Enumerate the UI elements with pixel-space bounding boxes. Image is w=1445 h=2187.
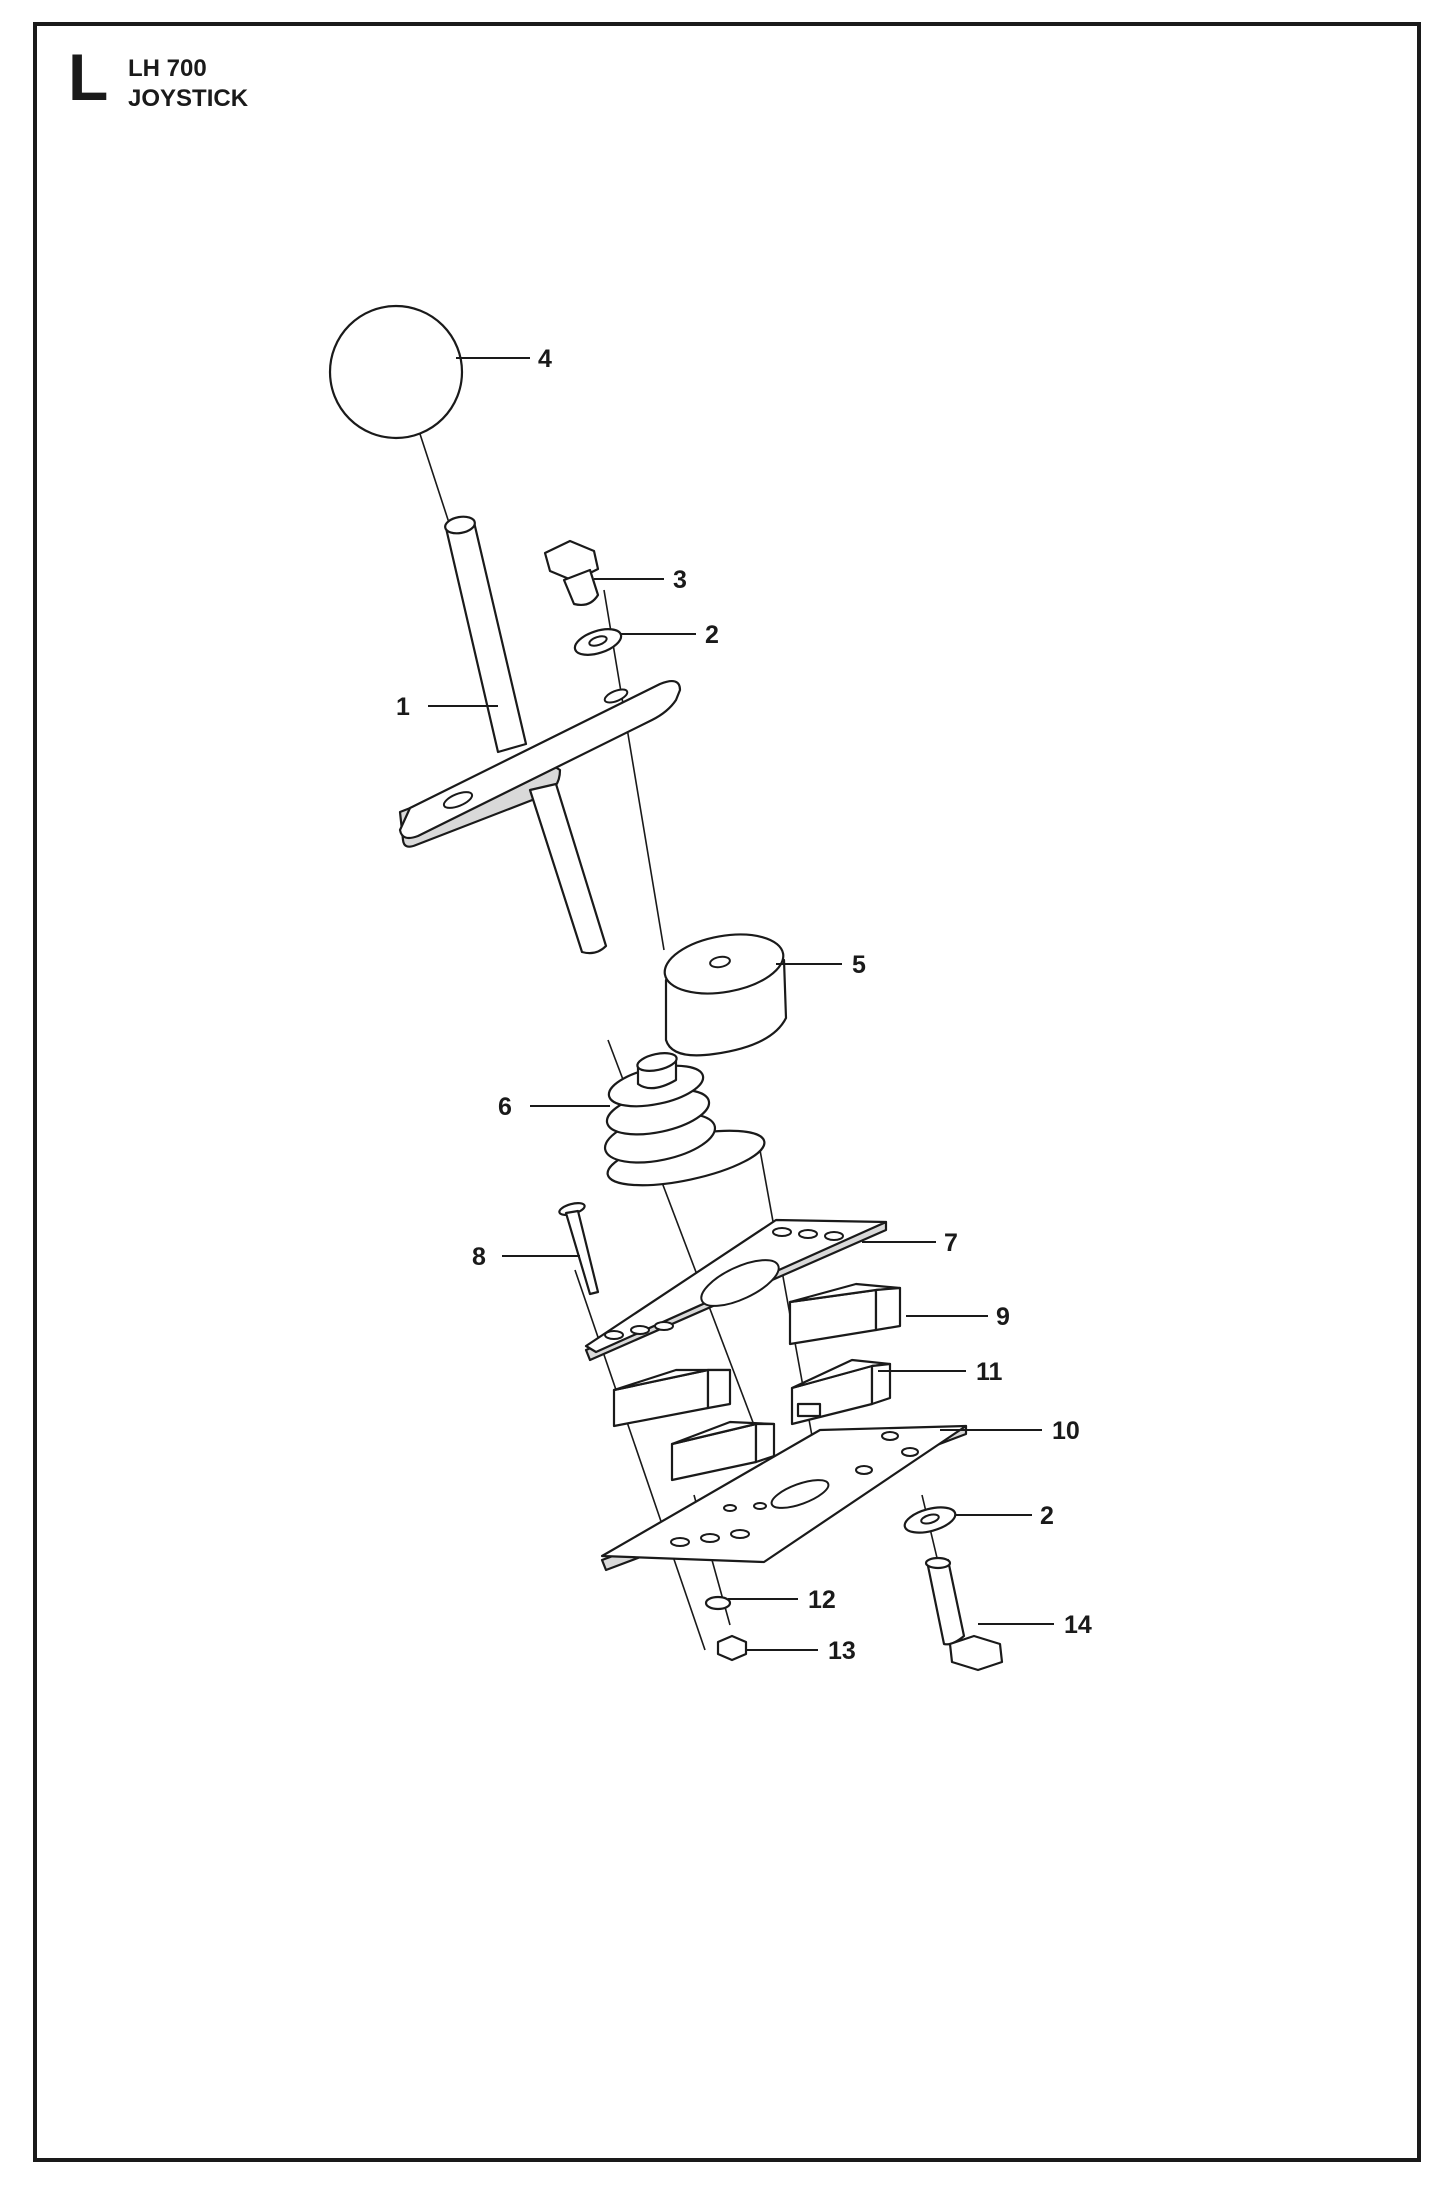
- callout-3: 3: [673, 566, 687, 594]
- callout-1: 1: [396, 693, 410, 721]
- upper-plate-part-7: [584, 1218, 888, 1362]
- callout-2-lower: 2: [1040, 1502, 1054, 1530]
- callout-12: 12: [808, 1586, 836, 1614]
- model-name: LH 700: [128, 55, 207, 82]
- microswitch-part-11: [790, 1358, 892, 1426]
- bolt-part-3: [543, 539, 600, 607]
- nut-part-13: [716, 1634, 748, 1662]
- washer-part-2-upper: [573, 628, 623, 656]
- drawing-frame: [33, 22, 1421, 2162]
- rubber-boot-part-6: [603, 1052, 766, 1187]
- bolt-part-14: [924, 1556, 1004, 1672]
- callout-4: 4: [538, 345, 552, 373]
- spacer-block-part-9: [788, 1282, 902, 1346]
- callout-9: 9: [996, 1303, 1010, 1331]
- callout-11: 11: [976, 1358, 1003, 1386]
- washer-part-2-lower: [903, 1506, 957, 1534]
- base-plate-part-10: [600, 1424, 968, 1572]
- title-block: LH 700 JOYSTICK: [128, 54, 248, 114]
- callout-2-upper: 2: [705, 621, 719, 649]
- knob-part-4: [328, 304, 464, 440]
- callout-6: 6: [498, 1093, 512, 1121]
- callout-10: 10: [1052, 1417, 1080, 1445]
- section-letter: L: [68, 40, 109, 114]
- callout-labels: 4 3 2 1 5 6 7 8 9 11 10 2 12 13 14: [396, 345, 1092, 1665]
- lock-washer-part-12: [704, 1595, 732, 1611]
- callout-7: 7: [944, 1229, 958, 1257]
- microswitch-left: [670, 1420, 776, 1482]
- leader-lines: [428, 357, 1054, 1651]
- assembly-title: JOYSTICK: [128, 85, 249, 112]
- callout-13: 13: [828, 1637, 856, 1665]
- callout-14: 14: [1064, 1611, 1092, 1639]
- damper-part-5: [663, 933, 788, 1057]
- spacer-block-left: [612, 1368, 732, 1428]
- lever-part-1: [398, 515, 682, 955]
- screw-part-8: [558, 1202, 600, 1296]
- callout-5: 5: [852, 951, 866, 979]
- callout-8: 8: [472, 1243, 486, 1271]
